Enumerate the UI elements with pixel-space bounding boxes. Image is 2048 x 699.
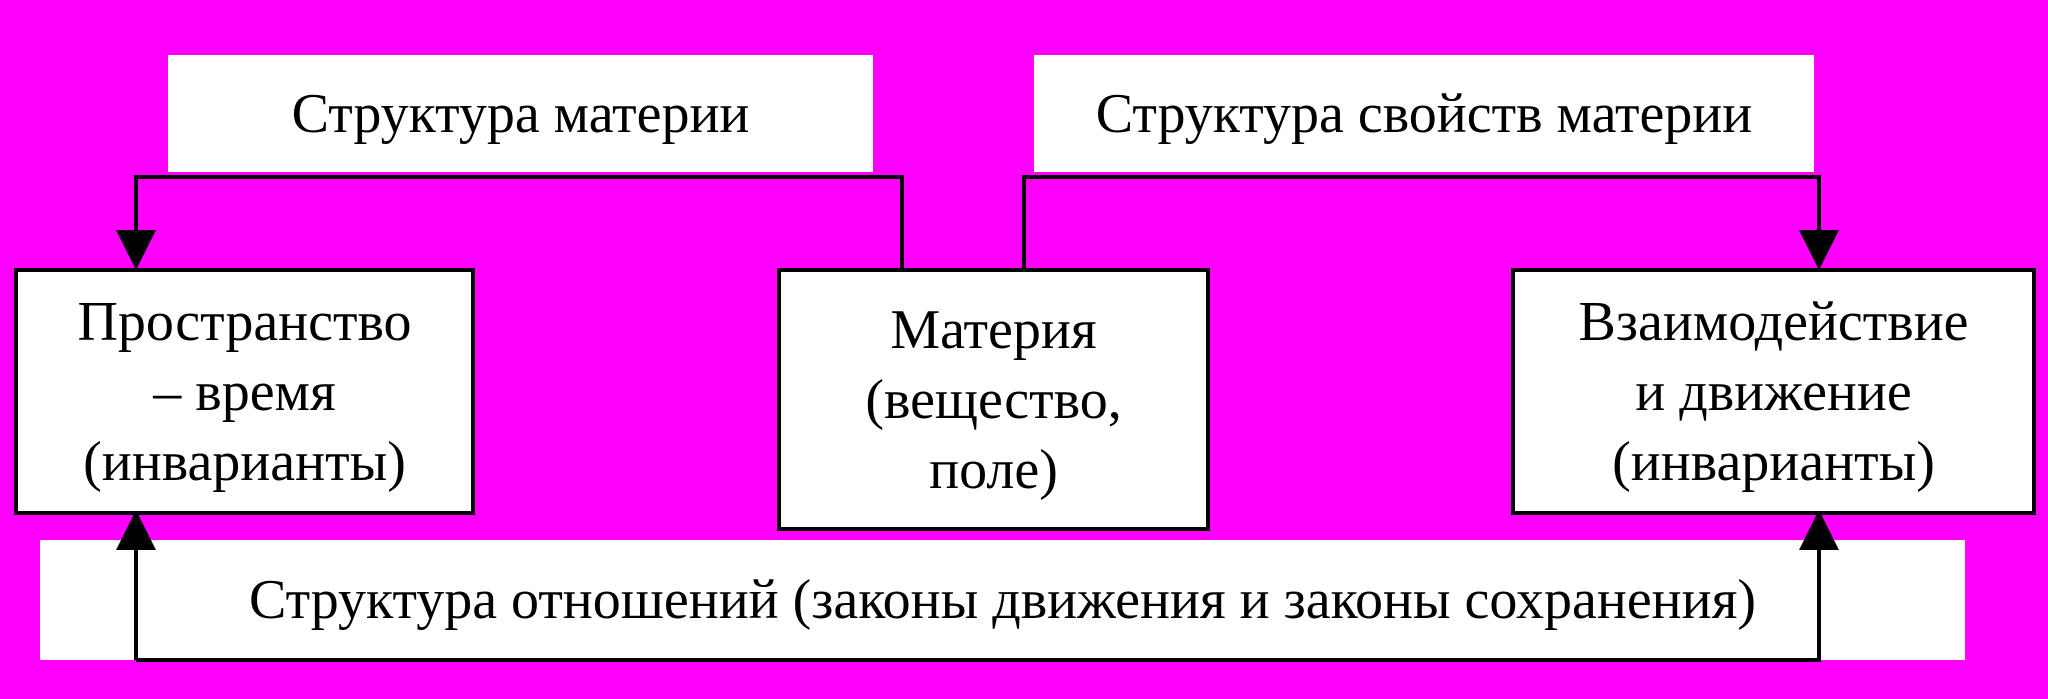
interaction-line-2: и движение [1635,360,1912,423]
interaction-box: Взаимодействие и движение (инварианты) [1511,268,2036,515]
matter-to-spacetime-connector [116,175,904,270]
matter-structure-label: Структура материи [168,55,873,172]
relations-structure-text: Структура отношений (законы движения и з… [248,569,1757,631]
relations-structure-label: Структура отношений (законы движения и з… [40,540,1965,660]
matter-structure-text: Структура материи [291,82,750,145]
properties-structure-label: Структура свойств материи [1034,55,1814,172]
matter-line-1: Материя [890,298,1097,361]
spacetime-line-2: – время [153,360,336,423]
interaction-line-3: (инварианты) [1612,430,1935,493]
matter-to-interaction-connector [1022,175,1839,270]
properties-structure-text: Структура свойств материи [1095,82,1753,145]
interaction-line-1: Взаимодействие [1578,290,1969,353]
matter-line-2: (вещество, [865,368,1122,431]
matter-box: Материя (вещество, поле) [777,268,1210,531]
spacetime-box: Пространство – время (инварианты) [14,268,475,515]
spacetime-line-1: Пространство [77,290,412,353]
spacetime-line-3: (инварианты) [83,430,406,493]
matter-line-3: поле) [929,438,1058,501]
